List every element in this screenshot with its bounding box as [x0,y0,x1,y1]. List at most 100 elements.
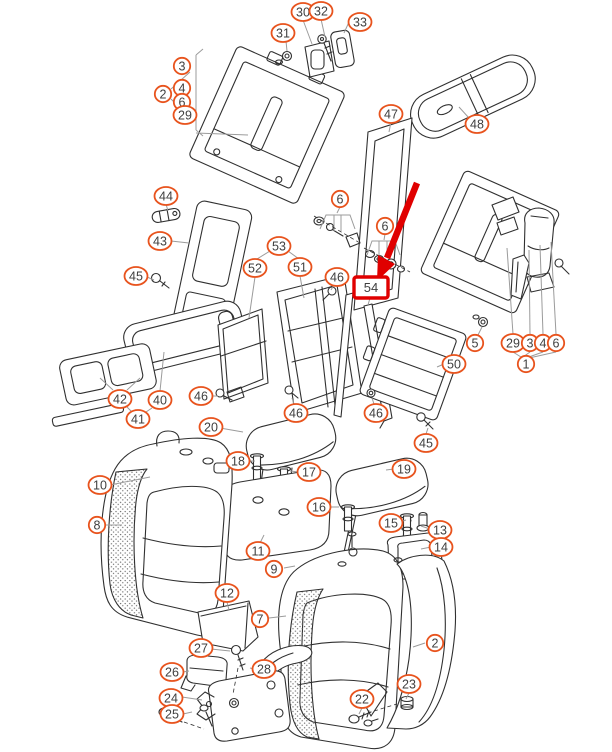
callout-circle[interactable] [378,513,404,533]
callout-46-19[interactable]: 46 [324,267,350,287]
callout-46-32[interactable]: 46 [363,403,389,423]
callout-47-9[interactable]: 47 [378,104,404,124]
callout-circle[interactable] [153,186,179,206]
callout-27-48[interactable]: 27 [188,638,214,658]
callout-53-16[interactable]: 53 [266,236,292,256]
callout-circle[interactable] [214,583,240,603]
callout-22-55[interactable]: 22 [349,689,375,709]
callout-46-31[interactable]: 46 [283,403,309,423]
callout-circle[interactable] [283,403,309,423]
callout-52-17[interactable]: 52 [242,258,268,278]
callout-circle[interactable] [363,403,389,423]
callout-8-43[interactable]: 8 [87,515,107,535]
callout-33-2[interactable]: 33 [347,12,373,32]
callout-circle[interactable] [264,559,284,579]
callout-circle[interactable] [306,497,332,517]
callout-circle[interactable] [308,1,334,21]
callout-43-12[interactable]: 43 [147,231,173,251]
callout-circle[interactable] [159,662,185,682]
callout-circle[interactable] [153,84,173,104]
callout-circle[interactable] [546,333,566,353]
callout-45-33[interactable]: 45 [413,433,439,453]
callout-6-14[interactable]: 6 [330,189,350,209]
callout-circle[interactable] [296,462,322,482]
callout-circle[interactable] [330,189,350,209]
callout-44-11[interactable]: 44 [153,186,179,206]
callout-circle[interactable] [391,459,417,479]
callout-circle[interactable] [188,638,214,658]
callout-19-38[interactable]: 19 [391,459,417,479]
callout-circle[interactable] [270,23,296,43]
callout-28-50[interactable]: 28 [251,659,277,679]
callout-50-26[interactable]: 50 [441,354,467,374]
callout-30-0[interactable]: 30 [290,2,316,22]
callout-25-52[interactable]: 25 [159,704,185,724]
callout-3-22[interactable]: 3 [520,333,540,353]
callout-circle[interactable] [87,515,107,535]
callout-14-41[interactable]: 14 [428,537,454,557]
callout-42-27[interactable]: 42 [107,389,133,409]
callout-12-46[interactable]: 12 [214,583,240,603]
callout-45-13[interactable]: 45 [123,266,149,286]
callout-circle[interactable] [172,105,198,125]
callout-circle[interactable] [125,409,151,429]
callout-circle[interactable] [188,386,214,406]
callout-2-8[interactable]: 2 [153,84,173,104]
callout-circle[interactable] [87,475,113,495]
callout-circle[interactable] [159,704,185,724]
callout-29-7[interactable]: 29 [172,105,198,125]
callout-17-36[interactable]: 17 [296,462,322,482]
callout-48-10[interactable]: 48 [464,114,490,134]
callout-11-44[interactable]: 11 [245,541,271,561]
callout-7-47[interactable]: 7 [250,609,270,629]
callout-31-3[interactable]: 31 [270,23,296,43]
callout-circle[interactable] [441,354,467,374]
callout-circle[interactable] [251,659,277,679]
callout-3-4[interactable]: 3 [172,56,192,76]
callout-10-42[interactable]: 10 [87,475,113,495]
callout-16-37[interactable]: 16 [306,497,332,517]
callout-2-53[interactable]: 2 [425,633,445,653]
callout-circle[interactable] [425,633,445,653]
callout-circle[interactable] [147,231,173,251]
callout-29-21[interactable]: 29 [500,333,526,353]
callout-circle[interactable] [123,266,149,286]
callout-circle[interactable] [250,609,270,629]
callout-51-18[interactable]: 51 [287,257,313,277]
callout-6-24[interactable]: 6 [546,333,566,353]
callout-circle[interactable] [147,390,173,410]
callout-15-39[interactable]: 15 [378,513,404,533]
callout-circle[interactable] [107,389,133,409]
callout-circle[interactable] [225,451,251,471]
callout-13-40[interactable]: 13 [427,520,453,540]
callout-circle[interactable] [465,333,485,353]
callout-circle[interactable] [396,674,422,694]
callout-1-25[interactable]: 1 [516,354,536,374]
callout-40-28[interactable]: 40 [147,390,173,410]
callout-46-30[interactable]: 46 [188,386,214,406]
callout-circle[interactable] [464,114,490,134]
callout-20-34[interactable]: 20 [198,417,224,437]
callout-41-29[interactable]: 41 [125,409,151,429]
callout-circle[interactable] [347,12,373,32]
callout-circle[interactable] [324,267,350,287]
callout-26-49[interactable]: 26 [159,662,185,682]
callout-circle[interactable] [375,216,395,236]
highlight-box-54[interactable] [352,275,390,300]
callout-circle[interactable] [266,236,292,256]
callout-5-20[interactable]: 5 [465,333,485,353]
callout-circle[interactable] [413,433,439,453]
callout-circle[interactable] [287,257,313,277]
callout-circle[interactable] [428,537,454,557]
callout-circle[interactable] [349,689,375,709]
callout-circle[interactable] [516,354,536,374]
callout-circle[interactable] [242,258,268,278]
callout-circle[interactable] [172,56,192,76]
callout-6-15[interactable]: 6 [375,216,395,236]
callout-18-35[interactable]: 18 [225,451,251,471]
callout-32-1[interactable]: 32 [308,1,334,21]
callout-9-45[interactable]: 9 [264,559,284,579]
callout-circle[interactable] [378,104,404,124]
highlight-label-54[interactable]: 54 [364,280,378,295]
callout-circle[interactable] [198,417,224,437]
